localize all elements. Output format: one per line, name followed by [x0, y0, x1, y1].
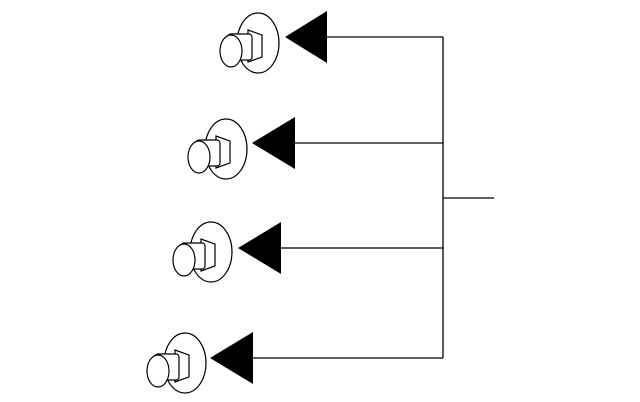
arrowhead-icon [252, 117, 295, 169]
callout-4 [146, 332, 443, 394]
arrowhead-icon [210, 332, 253, 384]
fastener-icon [146, 332, 207, 394]
callout-2 [187, 117, 443, 180]
arrowhead-icon [238, 222, 281, 274]
fastener-icon [172, 221, 233, 283]
callout-1 [219, 11, 443, 74]
fastener-icon [187, 118, 248, 180]
callout-3 [172, 221, 443, 283]
fastener-icon [219, 12, 280, 74]
arrowhead-icon [285, 11, 327, 63]
